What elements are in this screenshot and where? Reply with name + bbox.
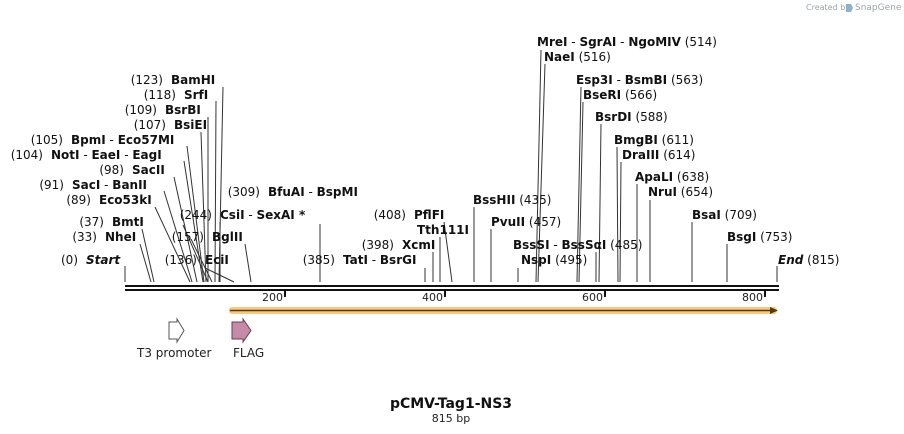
site-position: (107) [134,118,166,132]
site-position: (309) [228,185,260,199]
credit-brand: SnapGene [855,3,902,13]
site-position: (123) [131,73,163,87]
tick-label: 400 [422,291,443,304]
feature-label: T3 promoter [136,346,212,360]
restriction-site-label: XcmI [402,238,435,252]
restriction-site-label: BsrBI [165,103,201,117]
restriction-site-label: BsrDI (588) [595,110,668,124]
site-position: (98) [99,163,124,177]
restriction-site-label: SacI - BanII [72,178,147,192]
orf-arrow [229,307,778,314]
restriction-site-label: BamHI [171,73,215,87]
feature-flag: FLAG [231,317,264,360]
restriction-site-label: Tth111I [417,223,469,237]
feature-t3-promoter: T3 promoter [136,317,212,360]
restriction-site-label: MreI - SgrAI - NgoMIV (514) [537,35,717,49]
site-position: (37) [79,215,104,229]
snapgene-logo-icon [846,4,853,12]
site-position: (0) [61,253,78,267]
tick-label: 800 [742,291,763,304]
ruler: 200 400 600 800 [262,290,766,304]
site-position: (244) [180,208,212,222]
restriction-site-label: BglII [212,230,243,244]
restriction-site-label: BsaI (709) [692,208,757,222]
site-position: (33) [72,230,97,244]
restriction-site-label: SacII [132,163,165,177]
restriction-site-label: NaeI (516) [544,50,611,64]
site-position: (104) [11,148,43,162]
restriction-site-label: BfuAI - BspMI [268,185,358,199]
plasmid-title: pCMV-Tag1-NS3 [390,396,512,412]
site-position: (109) [125,103,157,117]
restriction-site-label: PvuII (457) [491,215,561,229]
restriction-site-label: TatI - BsrGI [343,253,416,267]
restriction-site-label: EciI [205,253,229,267]
tick-label: 200 [262,291,283,304]
restriction-site-label: ApaLI (638) [635,170,709,184]
site-position: (136) [165,253,197,267]
restriction-site-label: PflFI [414,208,444,222]
promoter-arrow-icon [168,317,185,344]
restriction-site-label: CsiI - SexAI * [220,208,306,222]
restriction-site-label: SrfI [184,88,208,102]
restriction-site-label: NotI - EaeI - EagI [51,148,162,162]
restriction-site-label: BseRI (566) [583,88,657,102]
restriction-site-label: Esp3I - BsmBI (563) [576,73,703,87]
restriction-site-label: Start [86,253,121,267]
plasmid-length: 815 bp [432,412,470,425]
credit-text: Created by [806,3,850,12]
restriction-site-label: BssSI - BssSαI (485) [513,238,642,252]
restriction-site-label: BsiEI [174,118,207,132]
flag-arrow-icon [231,317,252,344]
site-position: (105) [31,133,63,147]
site-leaders [124,49,778,283]
restriction-site-label: BmgBI (611) [614,133,694,147]
site-position: (157) [172,230,204,244]
site-position: (91) [39,178,64,192]
restriction-site-label: BsgI (753) [727,230,792,244]
site-position: (398) [362,238,394,252]
restriction-site-label: Eco53kI [99,193,152,207]
restriction-site-label: BssHII (435) [473,193,552,207]
feature-label: FLAG [233,346,264,360]
tick-label: 600 [582,291,603,304]
site-position: (89) [66,193,91,207]
site-labels: MreI - SgrAI - NgoMIV (514)NaeI (516) (12… [11,35,840,267]
restriction-site-label: BmtI [112,215,144,229]
site-position: (408) [374,208,406,222]
snapgene-credit: Created by SnapGene [806,3,902,13]
site-position: (118) [144,88,176,102]
restriction-site-label: BpmI - Eco57MI [71,133,174,147]
restriction-site-label: NspI (495) [521,253,587,267]
restriction-site-label: DraIII (614) [622,148,695,162]
sequence-backbone [125,285,779,291]
restriction-site-label: NruI (654) [648,185,713,199]
site-position: (385) [303,253,335,267]
restriction-site-label: NheI [105,230,136,244]
restriction-site-label: End (815) [778,253,839,267]
